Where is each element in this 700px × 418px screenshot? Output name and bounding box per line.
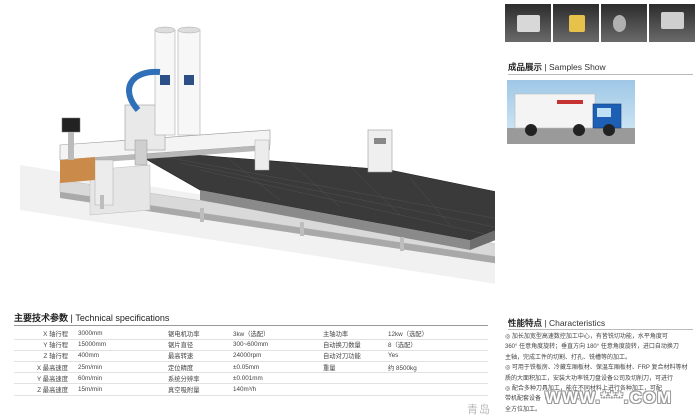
spec-label: X 最高速度 xyxy=(14,361,76,374)
product-thumbnail-strip xyxy=(505,4,695,42)
product-thumbnail xyxy=(649,4,695,42)
characteristics-line: 360° 任意角度旋转；垂直方向 180° 任意角度旋转，进口自动换刀 xyxy=(505,344,679,351)
specs-heading: 主要技术参数 | Technical specifications xyxy=(14,313,170,323)
spec-value: ±0.001mm xyxy=(231,372,321,385)
table-row: X 轴行程 3000mm 锯电机功率 3kw（选配） 主轴功率 12kw（选配） xyxy=(14,328,488,340)
characteristics-line: ◎ 可用于铁板房、冷藏车厢板材、保温车厢板材、FRP 复合材料等材 xyxy=(505,365,688,372)
samples-show-heading: 成品展示 | Samples Show xyxy=(508,62,606,72)
characteristics-text: ◎ 加长加宽型高速数控加工中心，有皆铣切功能，水平角度可 360° 任意角度旋转… xyxy=(505,332,697,415)
table-row: Z 轴行程 400mm 最高转速 24000rpm 自动对刀功能 Yes xyxy=(14,350,488,363)
specs-divider xyxy=(14,325,488,326)
spec-label: 系统分辨率 xyxy=(166,372,231,385)
characteristics-line: 质的大面积加工，安装大功率铣刀盘设备公司及切削刀，可进行 xyxy=(505,375,674,382)
spec-label: 自动对刀功能 xyxy=(321,350,386,363)
characteristics-title-cn: 性能特点 xyxy=(508,318,543,328)
specs-title-en: Technical specifications xyxy=(75,313,170,323)
spec-label: 真空吸附量 xyxy=(166,383,231,396)
spec-label: 锯片直径 xyxy=(166,339,231,351)
spec-value: 15m/min xyxy=(76,383,166,396)
spec-label: 自动换刀数量 xyxy=(321,339,386,351)
cnc-machine-illustration xyxy=(20,26,495,284)
spec-value: 140m³/h xyxy=(231,383,321,396)
spec-value: Yes xyxy=(386,350,488,363)
spec-value: ±0.05mm xyxy=(231,361,321,374)
watermark-en: WWW.***.COM xyxy=(545,388,673,407)
characteristics-line: 全方位加工。 xyxy=(505,406,542,413)
spec-value: 15000mm xyxy=(76,339,166,351)
characteristics-divider xyxy=(508,329,693,330)
characteristics-line: ◎ 配合多种刀具加工，能在不同材料上进行各种加工，可配 xyxy=(505,386,662,393)
spec-value: 60m/min xyxy=(76,372,166,385)
spec-label xyxy=(321,372,386,385)
characteristics-line: 带机配套设备（可选），可实现 xyxy=(505,396,587,403)
spec-value: 3000mm xyxy=(76,328,166,340)
spec-label: Y 轴行程 xyxy=(14,339,76,351)
spec-label: X 轴行程 xyxy=(14,328,76,340)
spec-label: 主轴功率 xyxy=(321,328,386,340)
spec-value: 约 8500kg xyxy=(386,361,488,374)
spec-value: 400mm xyxy=(76,350,166,363)
product-thumbnail xyxy=(601,4,647,42)
product-thumbnail xyxy=(505,4,551,42)
spec-label: 锯电机功率 xyxy=(166,328,231,340)
characteristics-line: 主轴，完成工件的切割、打孔、铣槽等的加工。 xyxy=(505,354,632,361)
table-row: Z 最高速度 15m/min 真空吸附量 140m³/h xyxy=(14,383,488,396)
samples-title-en: Samples Show xyxy=(548,62,606,72)
sample-truck-photo xyxy=(507,80,635,144)
samples-divider xyxy=(508,74,693,75)
characteristics-line: ◎ 加长加宽型高速数控加工中心，有皆铣切功能，水平角度可 xyxy=(505,334,668,340)
table-row: X 最高速度 25m/min 定位精度 ±0.05mm 重量 约 8500kg xyxy=(14,361,488,374)
spec-value: 3kw（选配） xyxy=(231,328,321,340)
spec-label: 最高转速 xyxy=(166,350,231,363)
table-row: Y 轴行程 15000mm 锯片直径 300~600mm 自动换刀数量 8（选配… xyxy=(14,339,488,351)
spec-label xyxy=(321,383,386,396)
spec-value xyxy=(386,372,488,385)
spec-label: Z 最高速度 xyxy=(14,383,76,396)
table-row: Y 最高速度 60m/min 系统分辨率 ±0.001mm xyxy=(14,372,488,385)
characteristics-title-en: Characteristics xyxy=(548,318,606,328)
spec-value: 12kw（选配） xyxy=(386,328,488,340)
product-thumbnail xyxy=(553,4,599,42)
samples-title-cn: 成品展示 xyxy=(508,62,543,72)
specs-table: X 轴行程 3000mm 锯电机功率 3kw（选配） 主轴功率 12kw（选配）… xyxy=(14,328,488,396)
spec-value: 25m/min xyxy=(76,361,166,374)
watermark-cn: 青岛 xyxy=(467,404,491,416)
spec-label: 重量 xyxy=(321,361,386,374)
characteristics-heading: 性能特点 | Characteristics xyxy=(508,318,606,328)
spec-value xyxy=(386,383,488,396)
spec-label: Y 最高速度 xyxy=(14,372,76,385)
spec-label: Z 轴行程 xyxy=(14,350,76,363)
spec-label: 定位精度 xyxy=(166,361,231,374)
spec-value: 24000rpm xyxy=(231,350,321,363)
spec-value: 8（选配） xyxy=(386,339,488,351)
specs-title-cn: 主要技术参数 xyxy=(14,313,69,323)
spec-value: 300~600mm xyxy=(231,339,321,351)
